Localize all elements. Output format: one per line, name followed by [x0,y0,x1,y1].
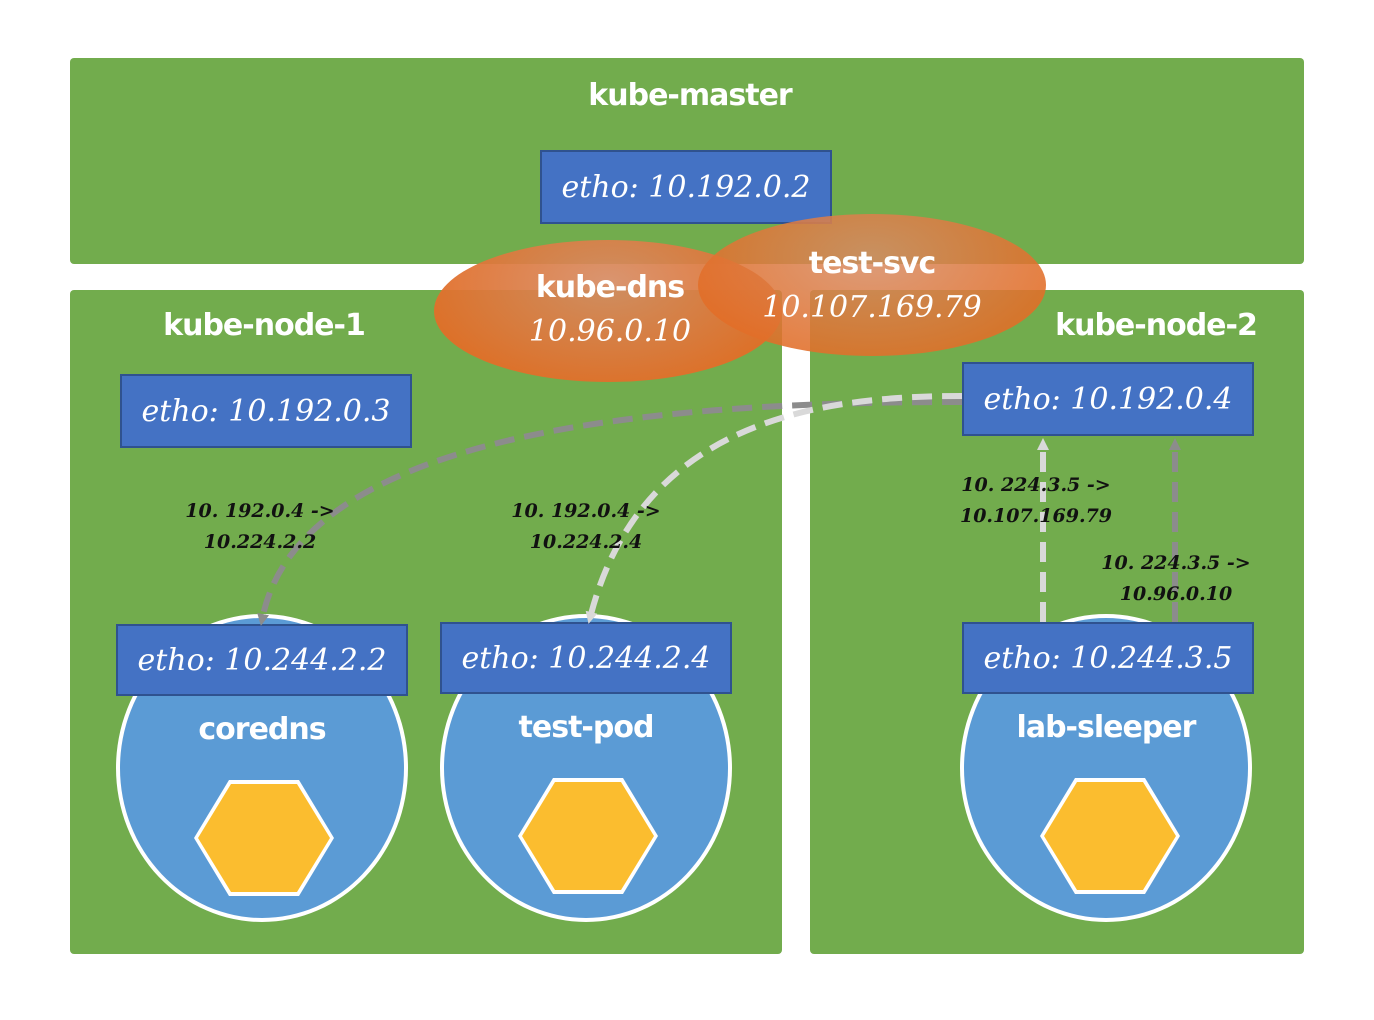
lab-sleeper-eth-box: etho: 10.244.3.5 [962,622,1254,694]
test-pod-eth-box: etho: 10.244.2.4 [440,622,732,694]
node2-eth-box: etho: 10.192.0.4 [962,362,1254,436]
kube-dns-label: kube-dns [535,270,685,305]
kube-node-2-title: kube-node-2 [1055,308,1258,343]
lab-sleeper-container-hexagon [1040,778,1180,894]
arrow-node2-to-test-pod [585,393,963,624]
test-pod-label: test-pod [518,710,655,745]
route-line1: 10. 192.0.4 -> [185,500,335,522]
coredns-label: coredns [198,712,326,747]
route-line1: 10. 224.3.5 -> [1101,552,1251,574]
test-svc-service-ellipse [698,214,1046,356]
kube-dns-ip: 10.96.0.10 [528,314,692,349]
route-label-to-coredns: 10. 192.0.4 -> 10.224.2.2 [160,496,360,558]
coredns-eth-box: etho: 10.244.2.2 [116,624,408,696]
route-line2: 10.224.2.4 [529,531,643,553]
route-line2: 10.96.0.10 [1119,583,1233,605]
route-line1: 10. 224.3.5 -> [961,474,1111,496]
route-label-to-kube-dns: 10. 224.3.5 -> 10.96.0.10 [1086,548,1266,610]
route-line2: 10.107.169.79 [959,505,1113,527]
kube-master-title: kube-master [588,78,792,113]
route-label-to-test-svc: 10. 224.3.5 -> 10.107.169.79 [946,470,1126,532]
route-label-to-test-pod: 10. 192.0.4 -> 10.224.2.4 [486,496,686,558]
route-line1: 10. 192.0.4 -> [511,500,661,522]
test-svc-ip: 10.107.169.79 [762,290,982,325]
kube-node-1-title: kube-node-1 [163,308,366,343]
node1-eth-box: etho: 10.192.0.3 [120,374,412,448]
route-line2: 10.224.2.2 [203,531,317,553]
test-svc-label: test-svc [808,246,937,281]
master-eth-box: etho: 10.192.0.2 [540,150,832,224]
lab-sleeper-label: lab-sleeper [1016,710,1197,745]
